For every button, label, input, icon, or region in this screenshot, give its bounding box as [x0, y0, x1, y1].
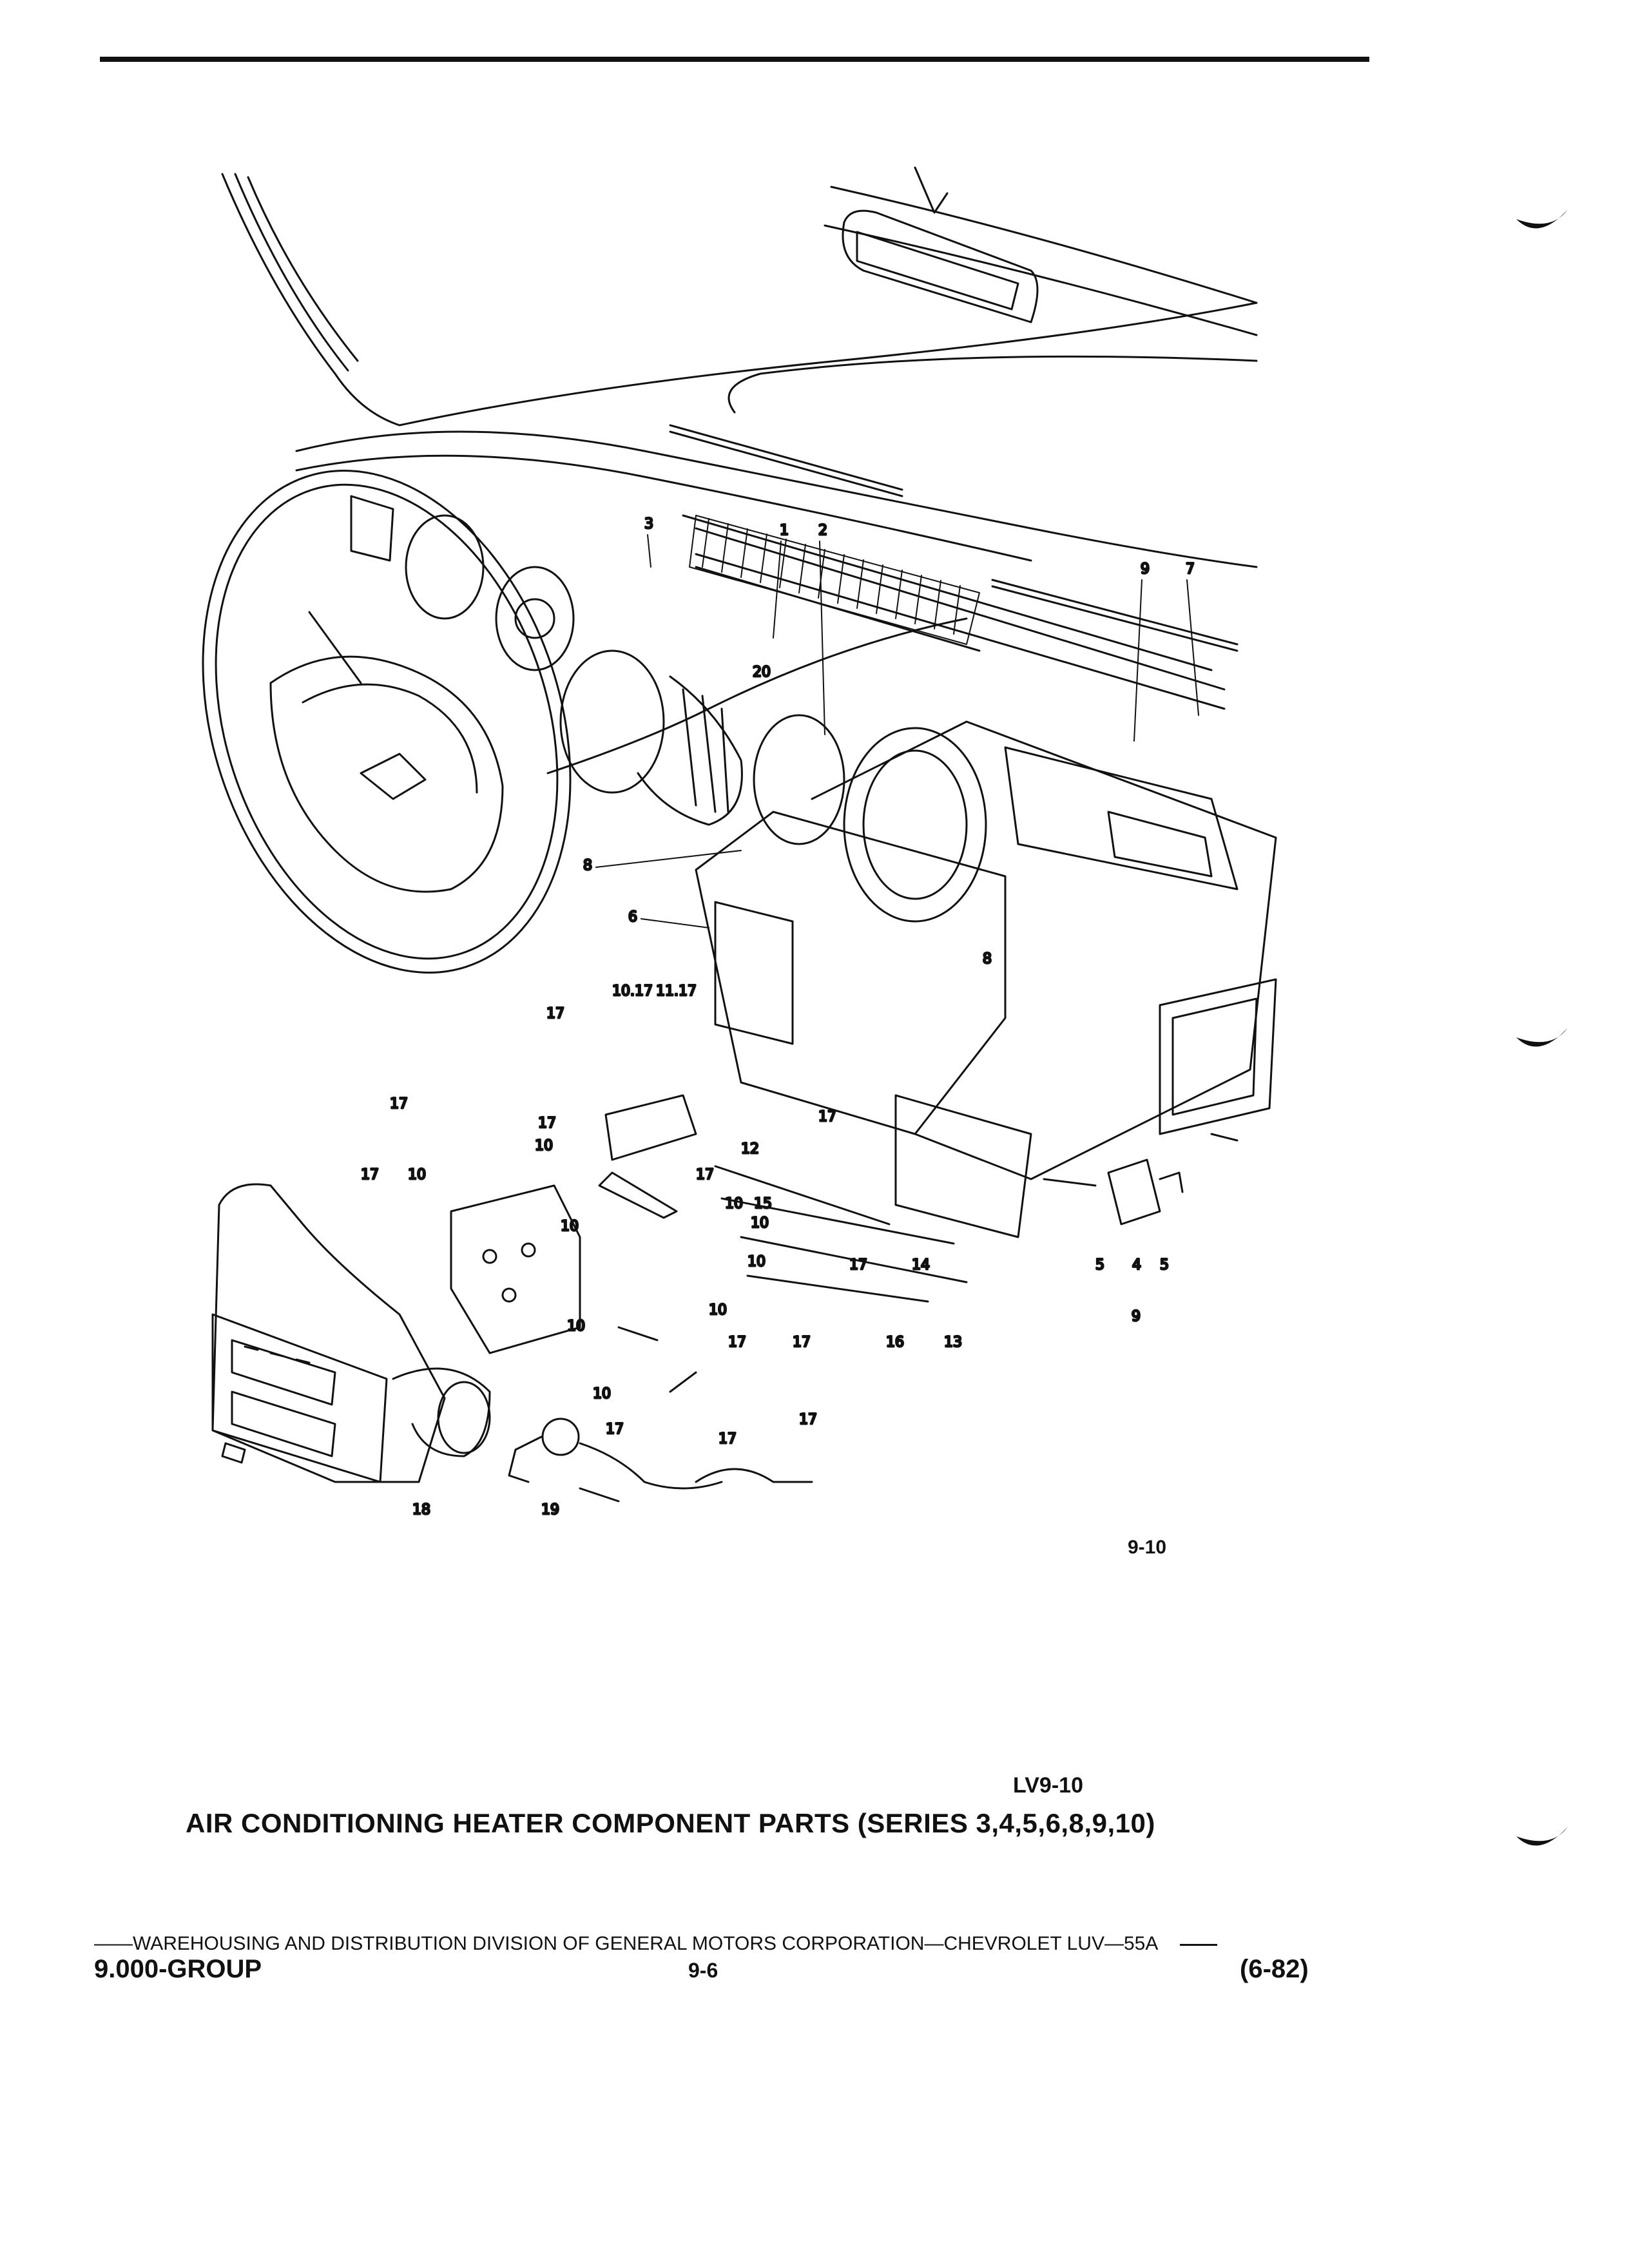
part-callouts: 3 1 2 20 9 7 8 6 8 10.17 11.17 17 17 17 … [360, 515, 1199, 1519]
exploded-parts-illustration: 3 1 2 20 9 7 8 6 8 10.17 11.17 17 17 17 … [202, 166, 1277, 1519]
svg-text:15: 15 [754, 1196, 772, 1212]
svg-text:10: 10 [709, 1302, 727, 1318]
svg-text:10: 10 [535, 1138, 553, 1154]
lv-number: LV9-10 [1013, 1773, 1083, 1798]
svg-text:17: 17 [606, 1421, 624, 1437]
blower-switch [508, 1418, 813, 1503]
svg-text:1: 1 [780, 523, 789, 539]
top-rule [100, 57, 1369, 62]
svg-text:12: 12 [741, 1141, 759, 1157]
svg-text:18: 18 [412, 1502, 430, 1518]
windshield-wipers [669, 424, 1239, 652]
svg-text:8: 8 [983, 951, 992, 967]
binder-hole-mark-top [1516, 209, 1568, 229]
svg-text:10: 10 [593, 1386, 611, 1402]
svg-text:17: 17 [696, 1167, 714, 1183]
svg-text:10: 10 [408, 1167, 426, 1183]
svg-text:20: 20 [753, 664, 771, 680]
defroster-grille [689, 515, 980, 645]
svg-text:19: 19 [541, 1502, 559, 1518]
svg-text:17: 17 [546, 1006, 564, 1022]
footer-division-text: ——WAREHOUSING AND DISTRIBUTION DIVISION … [94, 1933, 1159, 1954]
svg-text:17: 17 [390, 1096, 408, 1112]
svg-text:10: 10 [725, 1196, 743, 1212]
svg-text:10: 10 [747, 1254, 766, 1270]
svg-text:2: 2 [818, 523, 827, 539]
rear-view-mirror [842, 209, 1039, 323]
svg-text:9: 9 [1132, 1309, 1141, 1325]
blower-resistor [1043, 1133, 1239, 1225]
footer-dash [1180, 1943, 1218, 1946]
svg-text:10: 10 [751, 1215, 769, 1231]
svg-text:10: 10 [561, 1218, 579, 1235]
footer-page-number: 9-6 [688, 1959, 718, 1982]
blower-motor [559, 649, 845, 845]
svg-text:17: 17 [538, 1115, 556, 1131]
svg-text:5: 5 [1160, 1257, 1169, 1273]
control-linkages [450, 1094, 968, 1393]
binder-hole-mark-middle [1516, 1028, 1568, 1047]
svg-text:7: 7 [1186, 561, 1195, 577]
svg-text:9: 9 [1141, 561, 1150, 577]
binder-hole-mark-bottom [1516, 1827, 1568, 1846]
svg-text:17: 17 [849, 1257, 867, 1273]
svg-text:14: 14 [912, 1257, 930, 1273]
svg-text:17: 17 [793, 1334, 811, 1350]
windshield-frame [221, 166, 1258, 427]
steering-wheel [202, 470, 572, 974]
svg-text:17: 17 [728, 1334, 746, 1350]
svg-text:17: 17 [799, 1412, 817, 1428]
svg-text:11.17: 11.17 [656, 983, 697, 999]
svg-text:8: 8 [583, 858, 592, 874]
heater-case [695, 720, 1277, 1238]
footer-division-line: ——WAREHOUSING AND DISTRIBUTION DIVISION … [94, 1933, 1383, 1959]
svg-text:10: 10 [567, 1318, 585, 1334]
figure-number: 9-10 [1128, 1537, 1167, 1558]
svg-text:17: 17 [818, 1109, 836, 1125]
control-bezel-duct [211, 1183, 491, 1483]
svg-text:17: 17 [718, 1431, 737, 1447]
instrument-cluster [350, 495, 575, 671]
svg-text:6: 6 [628, 909, 637, 925]
svg-text:17: 17 [361, 1167, 379, 1183]
svg-text:3: 3 [644, 516, 653, 532]
svg-text:4: 4 [1132, 1257, 1141, 1273]
svg-text:13: 13 [944, 1334, 962, 1350]
svg-text:5: 5 [1095, 1257, 1104, 1273]
footer-date-code: (6-82) [1240, 1955, 1309, 1983]
footer-group: 9.000-GROUP [94, 1955, 262, 1983]
svg-text:10.17: 10.17 [612, 983, 653, 999]
svg-text:16: 16 [886, 1334, 904, 1350]
figure-caption: AIR CONDITIONING HEATER COMPONENT PARTS … [186, 1808, 1155, 1838]
